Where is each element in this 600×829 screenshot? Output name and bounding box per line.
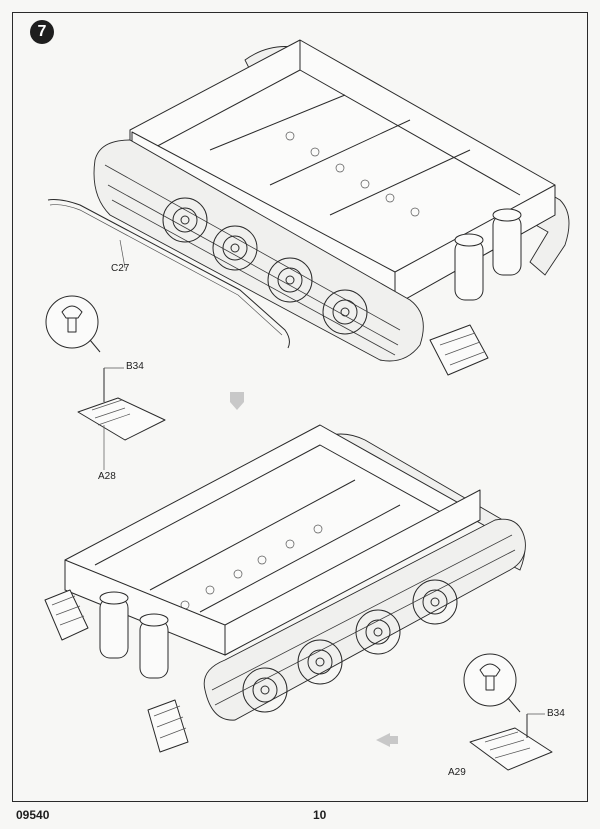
product-code: 09540 bbox=[16, 808, 50, 822]
wing-nut-icon bbox=[45, 295, 101, 353]
arrow-icon bbox=[376, 733, 398, 747]
part-label-b34: B34 bbox=[547, 708, 565, 719]
top-hull-assembly bbox=[47, 39, 570, 376]
part-a28-detail bbox=[77, 367, 166, 470]
part-a29-detail bbox=[469, 713, 553, 771]
step-number-badge: 7 bbox=[30, 20, 54, 44]
part-label-b34: B34 bbox=[126, 361, 144, 372]
part-label-a29: A29 bbox=[448, 767, 466, 778]
page-number: 10 bbox=[313, 808, 327, 822]
arrow-icon bbox=[230, 392, 244, 410]
part-label-a28: A28 bbox=[98, 471, 116, 482]
wing-nut-icon bbox=[463, 653, 521, 713]
bottom-hull-assembly bbox=[44, 424, 526, 753]
part-label-c27: C27 bbox=[111, 263, 130, 274]
page-frame bbox=[12, 12, 588, 802]
